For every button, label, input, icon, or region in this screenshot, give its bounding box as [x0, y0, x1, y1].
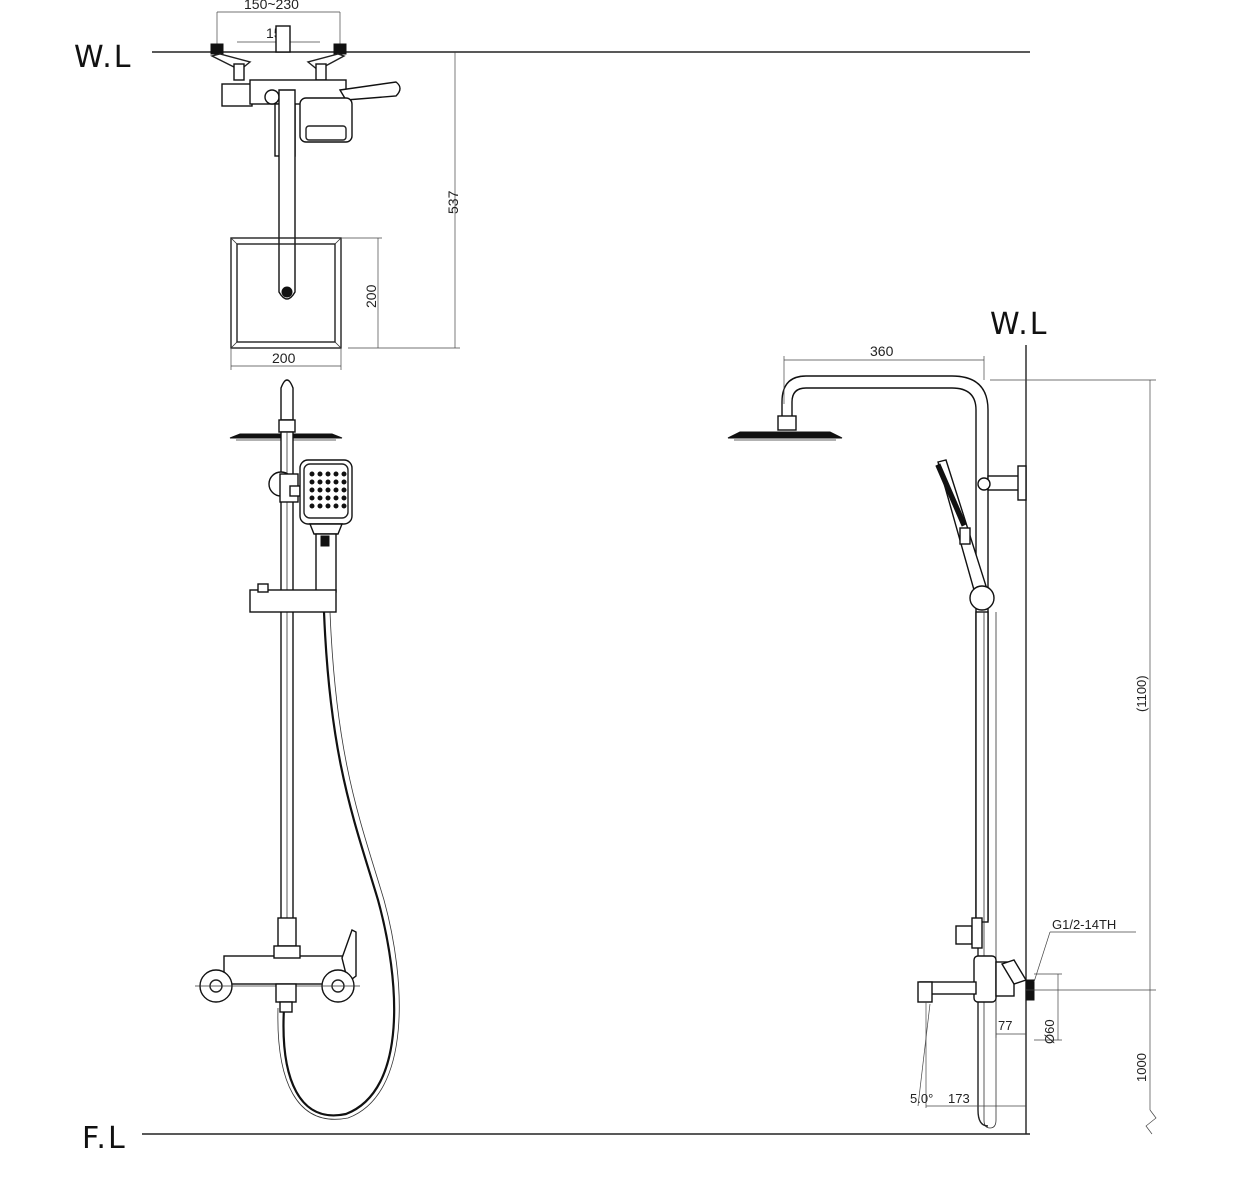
hand-shower-nozzles: [309, 471, 347, 509]
total-height-text: (1100): [1134, 675, 1149, 712]
top-span-text: 150~230: [244, 0, 299, 12]
head-height-text: 200: [363, 284, 379, 308]
wall-line-right-label: W.L: [990, 307, 1048, 342]
mount-height-text: 1000: [1134, 1053, 1149, 1082]
thread-text: G1/2-14TH: [1052, 917, 1116, 932]
arm-length-text: 360: [870, 343, 894, 359]
spout-angle-text: 5.0°: [910, 1091, 933, 1106]
arm-length-dimension: [783, 356, 985, 404]
spout-length-text: 173: [948, 1091, 970, 1106]
top-span-dimension: [216, 11, 341, 44]
mount-height-dimension: [1026, 989, 1157, 1135]
flange-text: Ø60: [1042, 1019, 1057, 1044]
side-view-shower: [727, 375, 1035, 1129]
spout-depth-text: 77: [998, 1018, 1012, 1033]
plan-view-body: [209, 25, 401, 349]
front-view-shower: [195, 379, 400, 1120]
head-width-text: 200: [272, 350, 296, 366]
spout-length-dimension: [917, 1002, 1026, 1108]
spout-depth-dimension: [995, 1002, 1026, 1038]
top-height-text: 537: [445, 190, 461, 214]
wall-line-top-label: W.L: [74, 40, 132, 75]
head-width-dimension: [230, 348, 342, 370]
thread-callout: [1033, 931, 1136, 983]
top-height-dimension: [348, 52, 460, 349]
floor-line-label: F.L: [82, 1121, 127, 1156]
head-height-dimension: [341, 237, 382, 348]
total-height-dimension: [990, 379, 1156, 990]
flange-dimension: [1034, 973, 1062, 1041]
